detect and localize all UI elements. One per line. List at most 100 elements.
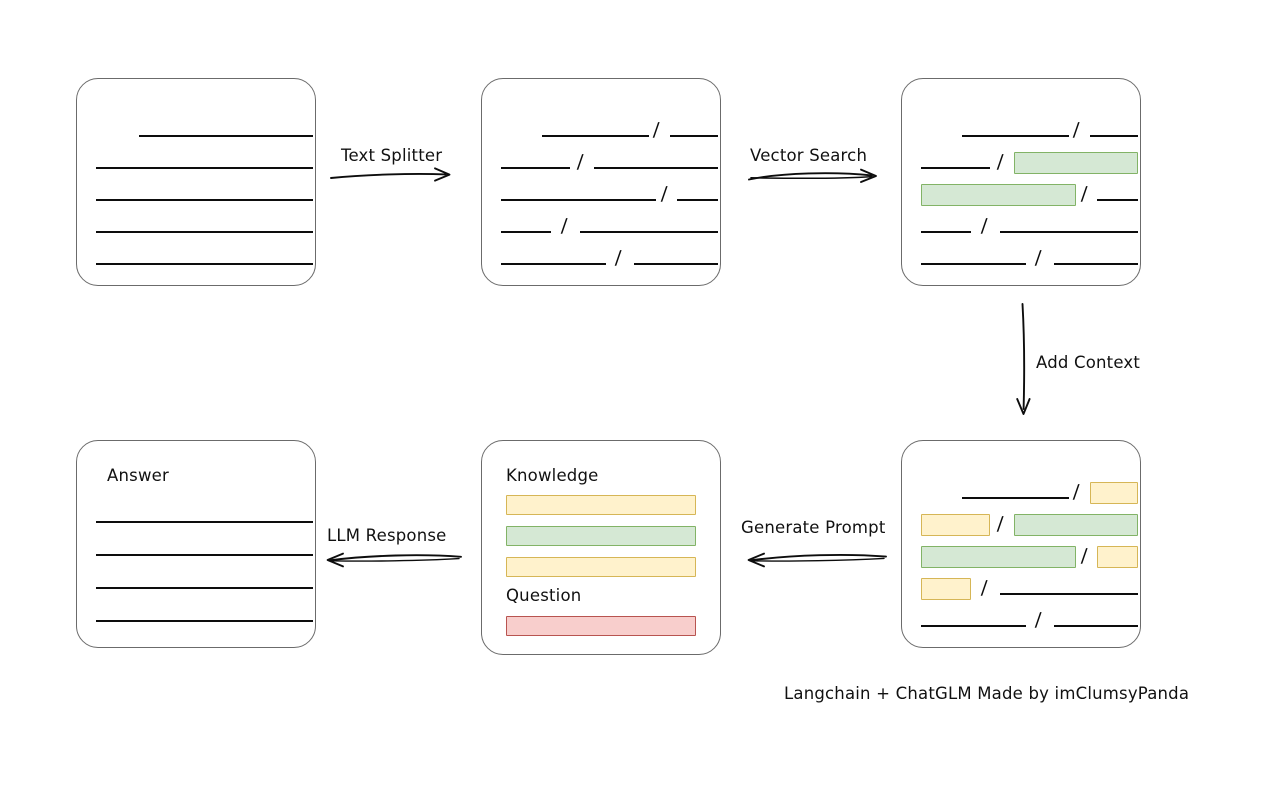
document-row: / [482, 247, 720, 269]
document-row [77, 542, 315, 556]
text-line [541, 126, 649, 137]
text-line [1054, 254, 1138, 265]
prompt-bar-green [506, 526, 696, 546]
document-row: / [482, 119, 720, 141]
highlighted-chunk-green [1013, 514, 1138, 536]
document-row: / [902, 151, 1140, 174]
segment-separator: / [1072, 481, 1081, 503]
document-row [77, 509, 315, 523]
segment-separator: / [614, 247, 623, 269]
document-row: / [902, 545, 1140, 568]
context-chunks-rows: ///// [902, 441, 1140, 647]
segment-separator: / [1080, 183, 1088, 205]
segment-separator: / [576, 151, 584, 173]
text-line [96, 190, 313, 201]
text-line [501, 158, 571, 169]
source-document-rows [77, 79, 315, 285]
text-line [1054, 616, 1138, 627]
text-line [921, 254, 1026, 265]
text-line [96, 611, 313, 622]
text-splitter-arrow [330, 165, 462, 187]
text-line [677, 190, 718, 201]
segment-separator: / [996, 513, 1004, 535]
add-context-arrow [1013, 303, 1037, 421]
document-row: / [902, 119, 1140, 141]
answer-label: Answer [107, 466, 169, 485]
document-row [77, 251, 315, 265]
split-chunks-card[interactable]: / / / / / [481, 78, 721, 286]
document-row: / [902, 481, 1140, 504]
document-row [77, 123, 315, 137]
document-row: / [902, 577, 1140, 600]
split-chunks-rows: / / / / / [482, 79, 720, 285]
segment-separator: / [980, 215, 988, 237]
text-line [501, 254, 606, 265]
answer-card[interactable]: Answer [76, 440, 316, 648]
text-line [96, 158, 313, 169]
segment-separator: / [652, 119, 661, 141]
segment-separator: / [560, 215, 568, 237]
segment-separator: / [1080, 545, 1088, 567]
text-line [138, 126, 313, 137]
generated-prompt-card[interactable]: Knowledge Question [481, 440, 721, 655]
vector-search-arrow [748, 165, 888, 189]
text-line [670, 126, 718, 137]
document-row: / [902, 513, 1140, 536]
text-line [579, 222, 718, 233]
document-row [77, 187, 315, 201]
highlighted-chunk-green [1013, 152, 1138, 174]
document-row: / [902, 247, 1140, 269]
text-line [96, 512, 313, 523]
segment-separator: / [1034, 247, 1043, 269]
vector-search-label: Vector Search [750, 146, 868, 165]
text-line [961, 488, 1069, 499]
question-label: Question [506, 586, 582, 605]
retrieved-chunks-rows: / / / / / [902, 79, 1140, 285]
text-line [961, 126, 1069, 137]
highlighted-chunk-green [921, 546, 1076, 568]
document-row [77, 155, 315, 169]
text-line [96, 578, 313, 589]
text-line [1090, 126, 1138, 137]
text-line [96, 545, 313, 556]
text-line [999, 222, 1138, 233]
text-line [96, 222, 313, 233]
document-row: / [482, 151, 720, 173]
text-line [999, 584, 1138, 595]
segment-separator: / [1072, 119, 1081, 141]
document-row: / [482, 183, 720, 205]
text-line [501, 190, 656, 201]
text-line [1097, 190, 1138, 201]
context-chunks-card[interactable]: ///// [901, 440, 1141, 648]
highlighted-chunk-green [921, 184, 1076, 206]
highlighted-chunk-yellow [1097, 546, 1138, 568]
prompt-bar-yellow [506, 557, 696, 577]
text-line [921, 158, 991, 169]
text-splitter-label: Text Splitter [341, 146, 443, 165]
text-line [593, 158, 718, 169]
highlighted-chunk-yellow [921, 514, 991, 536]
source-document-card[interactable] [76, 78, 316, 286]
generate-prompt-arrow [739, 547, 887, 571]
highlighted-chunk-yellow [1090, 482, 1138, 504]
text-line [501, 222, 551, 233]
segment-separator: / [980, 577, 988, 599]
text-line [921, 616, 1026, 627]
segment-separator: / [660, 183, 668, 205]
answer-rows [77, 441, 315, 647]
retrieved-chunks-card[interactable]: / / / / / [901, 78, 1141, 286]
prompt-bar-yellow [506, 495, 696, 515]
document-row: / [902, 215, 1140, 237]
llm-response-label: LLM Response [327, 526, 447, 545]
text-line [921, 222, 971, 233]
document-row [77, 575, 315, 589]
prompt-bar-red [506, 616, 696, 636]
segment-separator: / [996, 151, 1004, 173]
llm-response-arrow [318, 547, 462, 571]
knowledge-label: Knowledge [506, 466, 599, 485]
text-line [634, 254, 718, 265]
highlighted-chunk-yellow [921, 578, 971, 600]
document-row [77, 608, 315, 622]
generate-prompt-label: Generate Prompt [741, 518, 886, 537]
